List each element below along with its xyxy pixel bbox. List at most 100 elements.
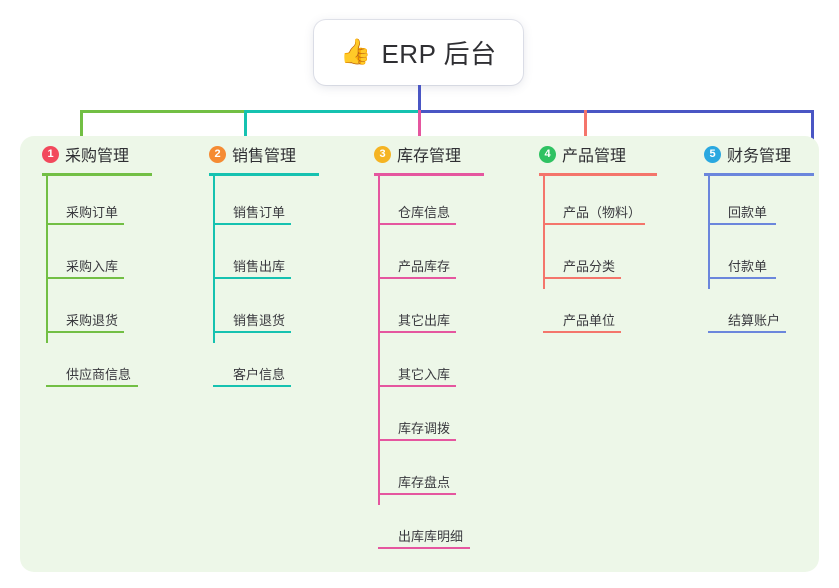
menu-item[interactable]: 采购入库: [36, 230, 186, 284]
category-column-2: 2 销售管理销售订单销售出库销售退货客户信息: [203, 142, 353, 392]
menu-item-label: 产品库存: [398, 259, 451, 274]
menu-item[interactable]: 产品分类: [533, 230, 683, 284]
menu-item[interactable]: 产品（物料）: [533, 176, 683, 230]
category-badge-5: 5: [704, 145, 721, 163]
category-items-5: 回款单付款单结算账户: [698, 176, 838, 338]
menu-item-label: 回款单: [728, 205, 768, 220]
menu-item-underline: [708, 223, 776, 225]
segment-4-5: [584, 110, 814, 113]
root-node-title: ERP 后台: [381, 39, 497, 69]
menu-item-underline: [708, 331, 786, 333]
menu-item-label: 库存盘点: [398, 475, 451, 490]
menu-item[interactable]: 其它入库: [368, 338, 518, 392]
category-items-3: 仓库信息产品库存其它出库其它入库库存调拨库存盘点出库库明细: [368, 176, 518, 554]
menu-item-underline: [378, 331, 456, 333]
category-header-1[interactable]: 1 采购管理: [36, 142, 186, 166]
segment-3-4: [418, 110, 584, 113]
menu-item-label: 库存调拨: [398, 421, 451, 436]
menu-item-underline: [708, 277, 776, 279]
segment-2-3: [244, 110, 420, 113]
menu-item[interactable]: 回款单: [698, 176, 838, 230]
category-header-5[interactable]: 5 财务管理: [698, 142, 838, 166]
root-node-content: 👍 ERP 后台: [340, 34, 496, 71]
root-node-erp-backend[interactable]: 👍 ERP 后台: [314, 20, 523, 85]
menu-item[interactable]: 结算账户: [698, 284, 838, 338]
menu-item[interactable]: 销售退货: [203, 284, 353, 338]
categories-panel: [20, 136, 819, 572]
menu-item-underline: [543, 223, 645, 225]
menu-item[interactable]: 库存盘点: [368, 446, 518, 500]
category-title-4: 产品管理: [562, 148, 627, 165]
category-title-1: 采购管理: [65, 148, 130, 165]
menu-item-underline: [213, 331, 291, 333]
category-spine-4: [543, 176, 545, 289]
menu-item[interactable]: 客户信息: [203, 338, 353, 392]
drop-2: [244, 110, 247, 140]
menu-item[interactable]: 仓库信息: [368, 176, 518, 230]
menu-item-label: 结算账户: [728, 313, 781, 328]
menu-item[interactable]: 产品单位: [533, 284, 683, 338]
category-header-4[interactable]: 4 产品管理: [533, 142, 683, 166]
menu-item-underline: [213, 385, 291, 387]
category-items-2: 销售订单销售出库销售退货客户信息: [203, 176, 353, 392]
menu-item-label: 销售订单: [233, 205, 286, 220]
menu-item-label: 供应商信息: [66, 367, 132, 382]
category-underline-2: [209, 173, 319, 176]
thumbs-up-icon: 👍: [340, 38, 372, 66]
category-badge-1: 1: [42, 145, 59, 163]
category-spine-3: [378, 176, 380, 505]
menu-item[interactable]: 采购退货: [36, 284, 186, 338]
category-title-5: 财务管理: [727, 148, 792, 165]
menu-item-underline: [378, 385, 456, 387]
menu-item[interactable]: 付款单: [698, 230, 838, 284]
menu-item-underline: [378, 439, 456, 441]
menu-item-underline: [46, 223, 124, 225]
category-spine-5: [708, 176, 710, 289]
menu-item-label: 出库库明细: [398, 529, 464, 544]
category-underline-1: [42, 173, 152, 176]
menu-item[interactable]: 出库库明细: [368, 500, 518, 554]
menu-item-label: 采购入库: [66, 259, 119, 274]
menu-item[interactable]: 采购订单: [36, 176, 186, 230]
menu-item[interactable]: 销售订单: [203, 176, 353, 230]
menu-item[interactable]: 其它出库: [368, 284, 518, 338]
drop-4: [584, 110, 587, 140]
menu-item-label: 销售退货: [233, 313, 286, 328]
category-badge-4: 4: [539, 145, 556, 163]
menu-item-label: 其它出库: [398, 313, 451, 328]
category-header-2[interactable]: 2 销售管理: [203, 142, 353, 166]
menu-item[interactable]: 供应商信息: [36, 338, 186, 392]
drop-1: [80, 110, 83, 140]
category-column-4: 4 产品管理产品（物料） 产品分类产品单位: [533, 142, 683, 338]
category-badge-2: 2: [209, 145, 226, 163]
menu-item-label: 仓库信息: [398, 205, 451, 220]
menu-item[interactable]: 库存调拨: [368, 392, 518, 446]
category-column-1: 1 采购管理采购订单采购入库采购退货供应商信息: [36, 142, 186, 392]
menu-item-label: 产品分类: [563, 259, 616, 274]
menu-item-label: 客户信息: [233, 367, 286, 382]
menu-item-underline: [378, 547, 470, 549]
category-underline-5: [704, 173, 814, 176]
menu-item[interactable]: 产品库存: [368, 230, 518, 284]
category-column-5: 5 财务管理回款单付款单结算账户: [698, 142, 838, 338]
menu-item-label: 采购退货: [66, 313, 119, 328]
menu-item-label: 产品（物料）: [563, 205, 642, 220]
menu-item-underline: [46, 277, 124, 279]
menu-item-underline: [213, 277, 291, 279]
menu-item-label: 销售出库: [233, 259, 286, 274]
menu-item-underline: [46, 331, 124, 333]
category-underline-4: [539, 173, 657, 176]
menu-item-label: 产品单位: [563, 313, 616, 328]
drop-3: [418, 110, 421, 140]
category-spine-1: [46, 176, 48, 343]
category-spine-2: [213, 176, 215, 343]
category-underline-3: [374, 173, 484, 176]
menu-item-label: 其它入库: [398, 367, 451, 382]
menu-item-underline: [378, 277, 456, 279]
menu-item-underline: [46, 385, 138, 387]
category-title-2: 销售管理: [232, 148, 297, 165]
menu-item[interactable]: 销售出库: [203, 230, 353, 284]
